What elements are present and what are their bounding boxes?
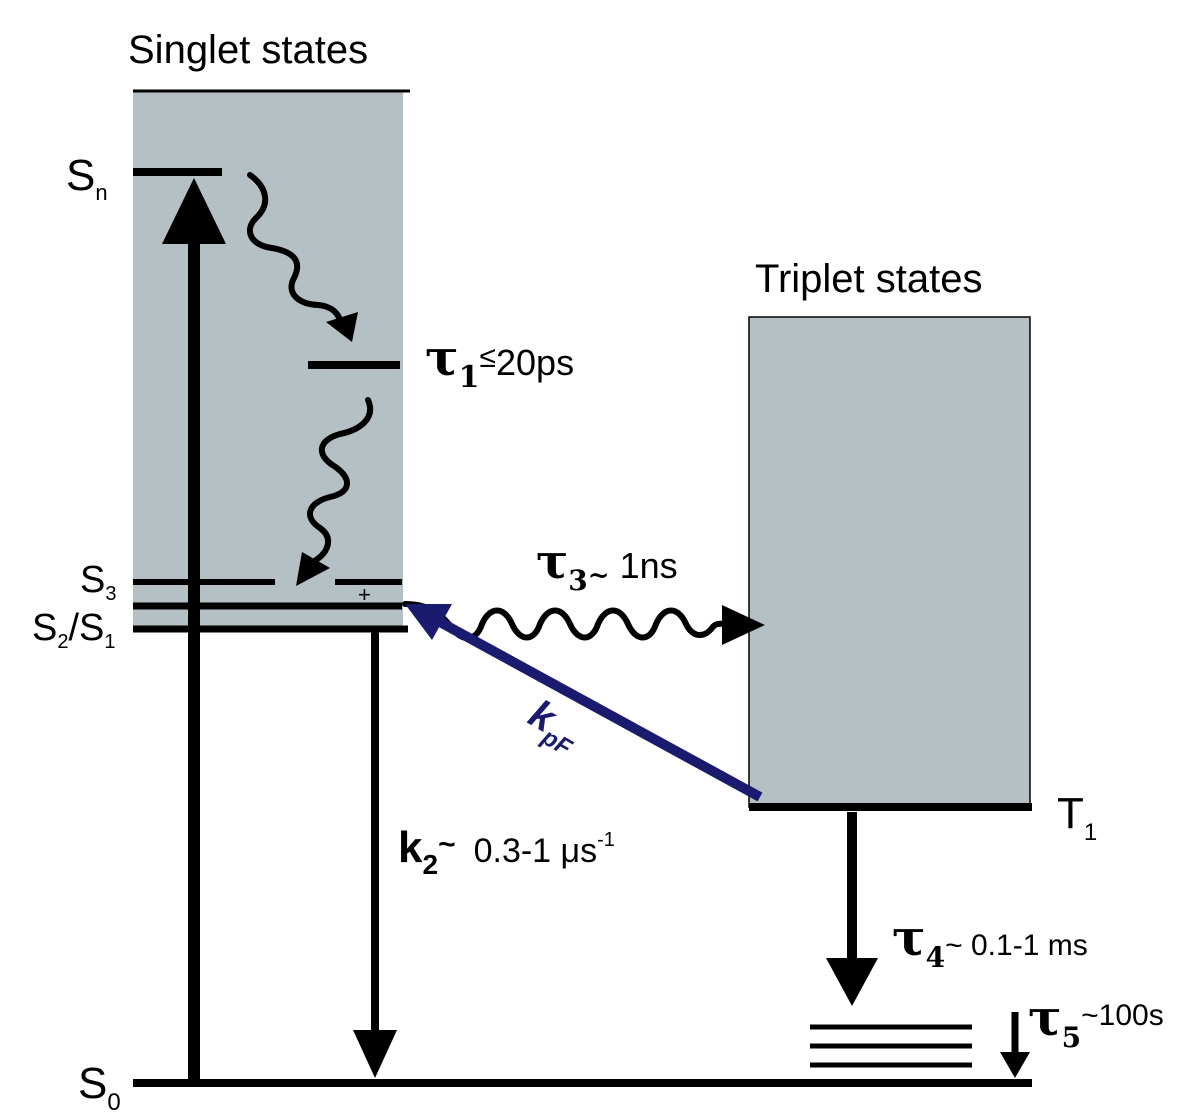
kpf-arrow-head bbox=[405, 604, 452, 640]
excitation-arrow-head bbox=[162, 178, 226, 244]
wavy-arrow-sn-head bbox=[326, 312, 358, 342]
sn-label: Sn bbox=[66, 151, 108, 205]
s2-s1-label: S2/S1 bbox=[32, 607, 116, 653]
k2-arrow-head bbox=[353, 1030, 397, 1078]
wavy-arrow-isc-head bbox=[722, 605, 765, 645]
triplet-states-header: Triplet states bbox=[755, 257, 982, 301]
k2-label: k2~0.3-1 μs-1 bbox=[398, 823, 615, 880]
tau5-label: τ5~100s bbox=[1028, 988, 1164, 1054]
singlet-states-header: Singlet states bbox=[128, 28, 368, 72]
wavy-arrow-sn-to-intermediate bbox=[246, 172, 344, 328]
tau3-label: τ3~1ns bbox=[536, 534, 678, 597]
s3-label: S3 bbox=[80, 559, 116, 605]
wavy-arrow-intermediate-to-s3 bbox=[307, 397, 373, 563]
tau4-arrow-head bbox=[826, 958, 878, 1006]
wavy-arrow-s3-head bbox=[296, 552, 330, 586]
tau5-arrow-head bbox=[1000, 1052, 1030, 1078]
singlet-state-box bbox=[133, 90, 403, 630]
wavy-arrow-isc bbox=[402, 601, 731, 641]
s0-label: S0 bbox=[78, 1059, 121, 1116]
level-tick-mark: + bbox=[358, 582, 371, 607]
t1-label: T1 bbox=[1057, 789, 1097, 846]
tau1-label: τ1≤20ps bbox=[425, 328, 574, 395]
triplet-state-box bbox=[748, 316, 1031, 808]
tau4-label: τ4~ 0.1-1 ms bbox=[892, 908, 1088, 974]
kpf-arrow-shaft bbox=[437, 617, 763, 802]
